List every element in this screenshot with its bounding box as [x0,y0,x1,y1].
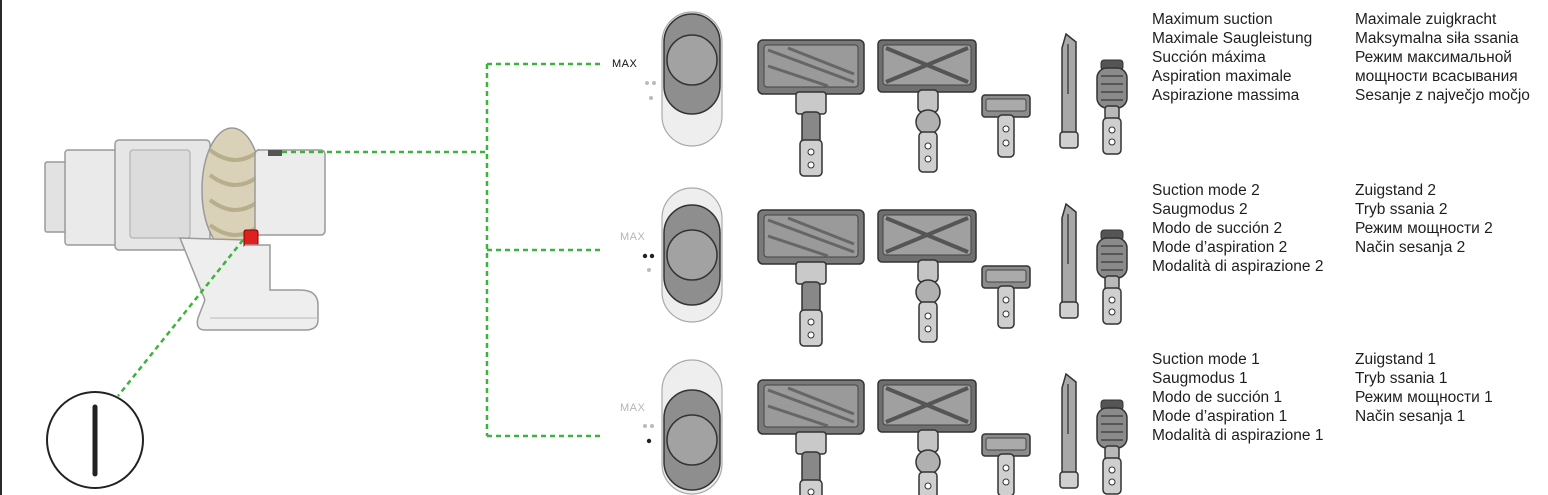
mode-max-labels-col1: Maximum suction Maximale Saugleistung Su… [1152,10,1312,105]
label-line: Режим максимальной [1355,49,1512,66]
fluffy-head-tool-icon [876,378,978,495]
label-line: Suction mode 1 [1152,351,1260,368]
crevice-tool-icon [1059,373,1079,489]
mode-2-labels-col1: Suction mode 2 Saugmodus 2 Modo de succi… [1152,181,1323,276]
label-line: Modo de succión 2 [1152,220,1283,237]
mode-2-indicator-label: MAX [620,231,646,243]
brush-tool-icon [1096,399,1128,495]
motorhead-tool-icon [756,378,866,495]
mini-motorhead-tool-icon [981,94,1031,158]
fluffy-head-tool-icon [876,38,978,174]
label-line: Način sesanja 1 [1355,408,1466,425]
label-line: Maksymalna siła ssania [1355,30,1519,47]
label-line: Tryb ssania 1 [1355,370,1448,387]
tools-row-max [756,33,1128,178]
fluffy-head-tool-icon [876,208,978,344]
motorhead-tool-icon [756,38,866,178]
mode-switch-2 [661,187,723,323]
connector-lines [117,62,604,438]
mode-1-indicator-label: MAX [620,402,646,414]
brush-tool-icon [1096,229,1128,325]
label-line: Succión máxima [1152,49,1266,66]
label-line: Zuigstand 2 [1355,182,1436,199]
crevice-tool-icon [1059,203,1079,319]
label-line: Maximale Saugleistung [1152,30,1313,47]
label-line: Mode d’aspiration 2 [1152,239,1288,256]
label-line: Modo de succión 1 [1152,389,1283,406]
label-line: Sesanje z največjo močjo [1355,87,1530,104]
tools-row-mode-2 [756,203,1128,348]
mode-2-labels-col2: Zuigstand 2 Tryb ssania 2 Режим мощности… [1355,181,1493,257]
mode-max-indicator-label: MAX [612,58,638,70]
label-line: Aspiration maximale [1152,68,1292,85]
label-line: мощности всасывания [1355,68,1518,85]
mode-1-labels-col1: Suction mode 1 Saugmodus 1 Modo de succi… [1152,350,1323,445]
mode-2-dots [642,253,655,272]
mode-1-dots [643,424,654,444]
crevice-tool-icon [1059,33,1079,149]
label-line: Saugmodus 1 [1152,370,1248,387]
label-line: Modalità di aspirazione 1 [1152,427,1324,444]
motorhead-tool-icon [756,208,866,348]
mode-max-dots [645,81,656,100]
label-line: Način sesanja 2 [1355,239,1466,256]
label-line: Tryb ssania 2 [1355,201,1448,218]
page-border [0,0,2,495]
brush-tool-icon [1096,59,1128,155]
mini-motorhead-tool-icon [981,433,1031,495]
tools-row-mode-1 [756,373,1128,495]
power-button-icon [46,391,144,489]
label-line: Suction mode 2 [1152,182,1260,199]
label-line: Режим мощности 2 [1355,220,1493,237]
label-line: Maximum suction [1152,11,1273,28]
mode-switch-1 [661,359,723,495]
vacuum-cleaner-illustration [44,127,326,331]
label-line: Aspirazione massima [1152,87,1300,104]
mode-max-labels-col2: Maximale zuigkracht Maksymalna siła ssan… [1355,10,1530,105]
mode-1-labels-col2: Zuigstand 1 Tryb ssania 1 Режим мощности… [1355,350,1493,426]
label-line: Saugmodus 2 [1152,201,1248,218]
label-line: Режим мощности 1 [1355,389,1493,406]
label-line: Zuigstand 1 [1355,351,1436,368]
mode-switch-max [661,11,723,147]
label-line: Modalità di aspirazione 2 [1152,258,1324,275]
label-line: Maximale zuigkracht [1355,11,1497,28]
label-line: Mode d’aspiration 1 [1152,408,1288,425]
mini-motorhead-tool-icon [981,265,1031,329]
